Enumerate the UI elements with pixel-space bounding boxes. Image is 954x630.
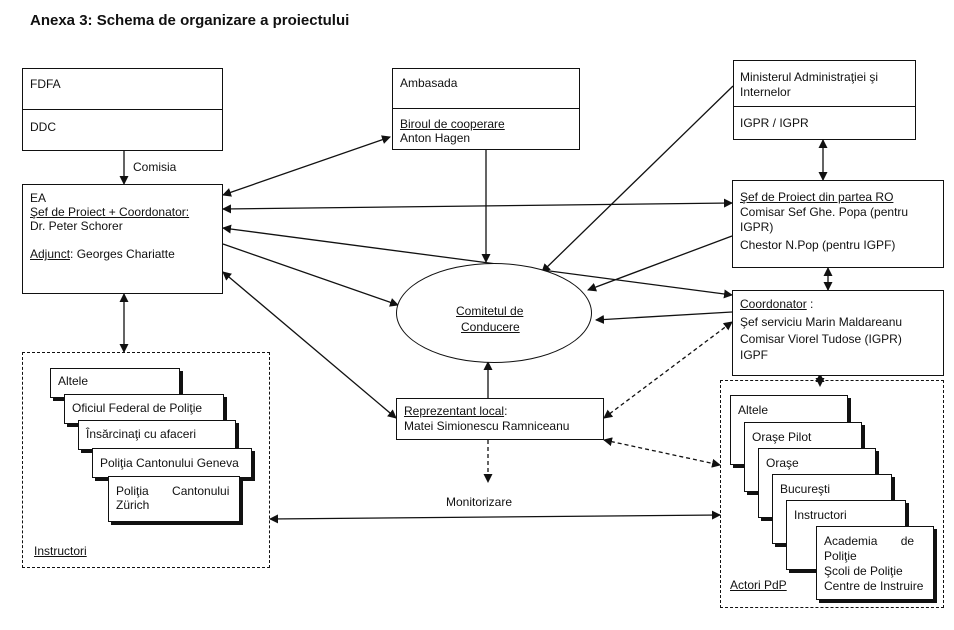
arrow-ea-comitet xyxy=(222,243,399,307)
academia-line1: Academia de xyxy=(824,534,915,548)
ambasada-divider xyxy=(392,108,580,109)
arrow-ea-sef-ro xyxy=(222,198,733,214)
actori-card-altele-label: Altele xyxy=(738,403,769,417)
ea-title: EA xyxy=(30,191,47,205)
actori-card-instructori-label: Instructori xyxy=(794,508,847,522)
coordonator-line3: Comisar Viorel Tudose (IGPR) xyxy=(740,332,902,346)
instructori-card-geneva-label: Poliţia Cantonului Geneva xyxy=(100,456,239,470)
fdfa-divider xyxy=(22,109,223,110)
coordonator-title: Coordonator : xyxy=(740,297,813,311)
ea-box xyxy=(22,184,223,294)
comitet-line2: Conducere xyxy=(461,320,520,334)
igpr-label: IGPR / IGPR xyxy=(740,116,809,130)
sef-ro-title: Şef de Proiect din partea RO xyxy=(740,190,894,204)
instructori-card-altele-label: Altele xyxy=(58,374,89,388)
coordonator-line4: IGPF xyxy=(740,348,769,362)
minister-divider xyxy=(733,106,916,107)
birou-person: Anton Hagen xyxy=(400,131,471,145)
sef-ro-box xyxy=(732,180,944,268)
ddc-label: DDC xyxy=(30,120,56,134)
coordonator-colon: : xyxy=(806,297,814,311)
page-title: Anexa 3: Schema de organizare a proiectu… xyxy=(30,12,350,29)
academia-line4: Centre de Instruire xyxy=(824,579,924,593)
birou-label: Biroul de cooperare xyxy=(400,117,505,131)
actori-group xyxy=(720,380,944,608)
comitet-ellipse xyxy=(396,263,592,363)
arrow-ea-reprezentant xyxy=(222,271,397,419)
arrow-reprezentant-coordonator xyxy=(603,321,733,419)
coordonator-label: Coordonator xyxy=(740,297,807,311)
ea-adjunct-label: Adjunct xyxy=(30,247,71,261)
ea-adjunct-name: : Georges Chariatte xyxy=(70,247,175,261)
arrow-coordonator-comitet xyxy=(595,311,733,325)
coordonator-line2: Şef serviciu Marin Maldareanu xyxy=(740,315,903,329)
instructori-card-insarcinati-label: Însărcinaţi cu afaceri xyxy=(86,427,197,441)
instructori-card-oficiul-label: Oficiul Federal de Poliţie xyxy=(72,401,203,415)
actori-group-label: Actori PdP xyxy=(730,578,787,592)
arrow-reprezentant-actori xyxy=(603,437,721,468)
reprezentant-label: Reprezentant local xyxy=(404,404,505,418)
reprezentant-person: Matei Simionescu Ramniceanu xyxy=(404,419,570,433)
minister-box xyxy=(733,60,916,140)
ea-person: Dr. Peter Schorer xyxy=(30,219,123,233)
arrow-ea-coordonator xyxy=(222,224,733,299)
reprezentant-title: Reprezentant local: xyxy=(404,404,507,418)
ea-adjunct: Adjunct: Georges Chariatte xyxy=(30,247,175,261)
instructori-group-label: Instructori xyxy=(34,544,87,558)
instructori-group xyxy=(22,352,270,568)
fdfa-label: FDFA xyxy=(30,77,61,91)
arrow-sef-ro-comitet xyxy=(587,235,733,292)
instructori-card-geneva xyxy=(92,448,252,478)
ambasada-label: Ambasada xyxy=(400,76,458,90)
instructori-card-zurich-line2: Zürich xyxy=(116,498,150,512)
instructori-card-oficiul xyxy=(64,394,224,424)
sef-ro-line4: Chestor N.Pop (pentru IGPF) xyxy=(740,238,896,252)
sef-ro-line3: IGPR) xyxy=(740,220,774,234)
minister-line1: Ministerul Administraţiei şi xyxy=(740,70,879,84)
academia-line3: Şcoli de Poliţie xyxy=(824,564,903,578)
actori-card-orase-pilot-label: Oraşe Pilot xyxy=(752,430,812,444)
arrow-instructori-actori xyxy=(269,510,721,524)
arrow-ea-ambasada xyxy=(222,135,391,197)
reprezentant-box xyxy=(396,398,604,440)
academia-line2: Poliţie xyxy=(824,549,857,563)
actori-card-academia xyxy=(816,526,934,600)
actori-card-bucuresti-label: Bucureşti xyxy=(780,482,831,496)
actori-card-orase-label: Oraşe xyxy=(766,456,799,470)
arrow-minister-comitet xyxy=(541,85,734,273)
ambasada-box xyxy=(392,68,580,150)
instructori-card-zurich-line1: Poliţia Cantonului xyxy=(116,484,230,498)
comitet-line1: Comitetul de xyxy=(456,304,524,318)
coordonator-box xyxy=(732,290,944,376)
instructori-card-insarcinati xyxy=(78,420,236,450)
minister-line2: Internelor xyxy=(740,85,791,99)
comisia-label: Comisia xyxy=(133,160,177,174)
ea-sef-proiect: Şef de Proiect + Coordonator: xyxy=(30,205,190,219)
monitorizare-label: Monitorizare xyxy=(446,495,513,509)
sef-ro-line2: Comisar Sef Ghe. Popa (pentru xyxy=(740,205,909,219)
instructori-card-zurich xyxy=(108,476,240,522)
reprezentant-colon: : xyxy=(504,404,508,418)
